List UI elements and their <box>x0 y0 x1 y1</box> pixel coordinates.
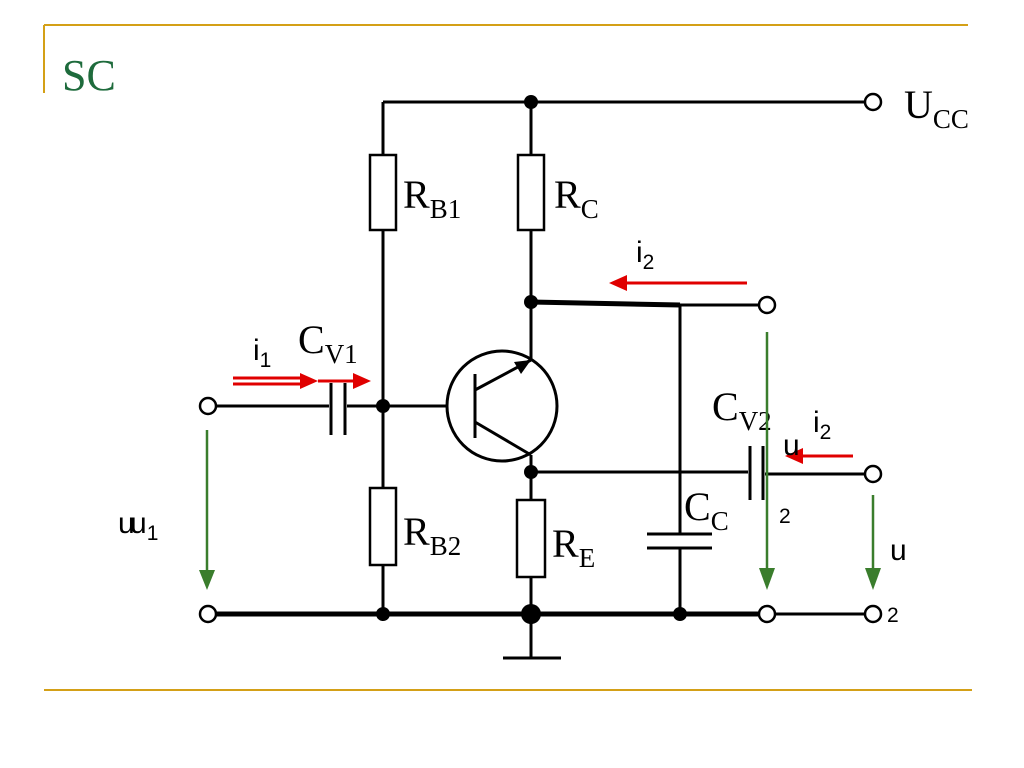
i2-right-label: i2 <box>813 406 831 444</box>
slide-title: SC <box>62 51 116 100</box>
transistor <box>445 349 559 463</box>
u1-overlap-label: u1 <box>130 507 158 545</box>
u2-right-arrow <box>865 495 881 590</box>
i1-arrow <box>233 373 371 389</box>
i2-top-label: i2 <box>636 236 654 274</box>
i1-label: i1 <box>253 334 271 372</box>
input-terminal <box>198 396 218 416</box>
u2-mid-sub: 2 <box>779 505 791 528</box>
re-label: RE <box>552 521 595 573</box>
collector-output-terminal <box>757 295 777 315</box>
cc-label: CC <box>684 484 729 536</box>
u1-label: u <box>118 507 135 540</box>
i2-top-arrow <box>609 275 747 291</box>
capacitor-cv1 <box>329 383 347 435</box>
u2-right-sub: 2 <box>887 604 899 627</box>
u2-right-label: u <box>890 534 907 567</box>
i2-right-arrow <box>785 448 853 464</box>
u1-arrow <box>199 430 215 590</box>
ground-bus <box>198 604 883 624</box>
cv1-label: CV1 <box>298 317 358 369</box>
capacitor-cv2 <box>748 446 765 500</box>
resistor-rb2 <box>368 486 398 567</box>
capacitor-cc <box>647 532 712 550</box>
ucc-label: UCC <box>904 82 969 134</box>
emitter-output-terminal <box>863 464 883 484</box>
u2-mid-label: u <box>783 429 800 462</box>
ucc-terminal <box>863 92 883 112</box>
cv2-label: CV2 <box>712 384 772 436</box>
resistor-rc <box>516 153 546 232</box>
supply-rail <box>381 92 883 155</box>
rb1-label: RB1 <box>403 172 461 224</box>
rb2-label: RB2 <box>403 509 461 561</box>
resistor-rb1 <box>368 153 398 232</box>
u2-mid-arrow <box>759 332 775 590</box>
resistor-re <box>515 498 547 579</box>
rc-label: RC <box>554 172 599 224</box>
